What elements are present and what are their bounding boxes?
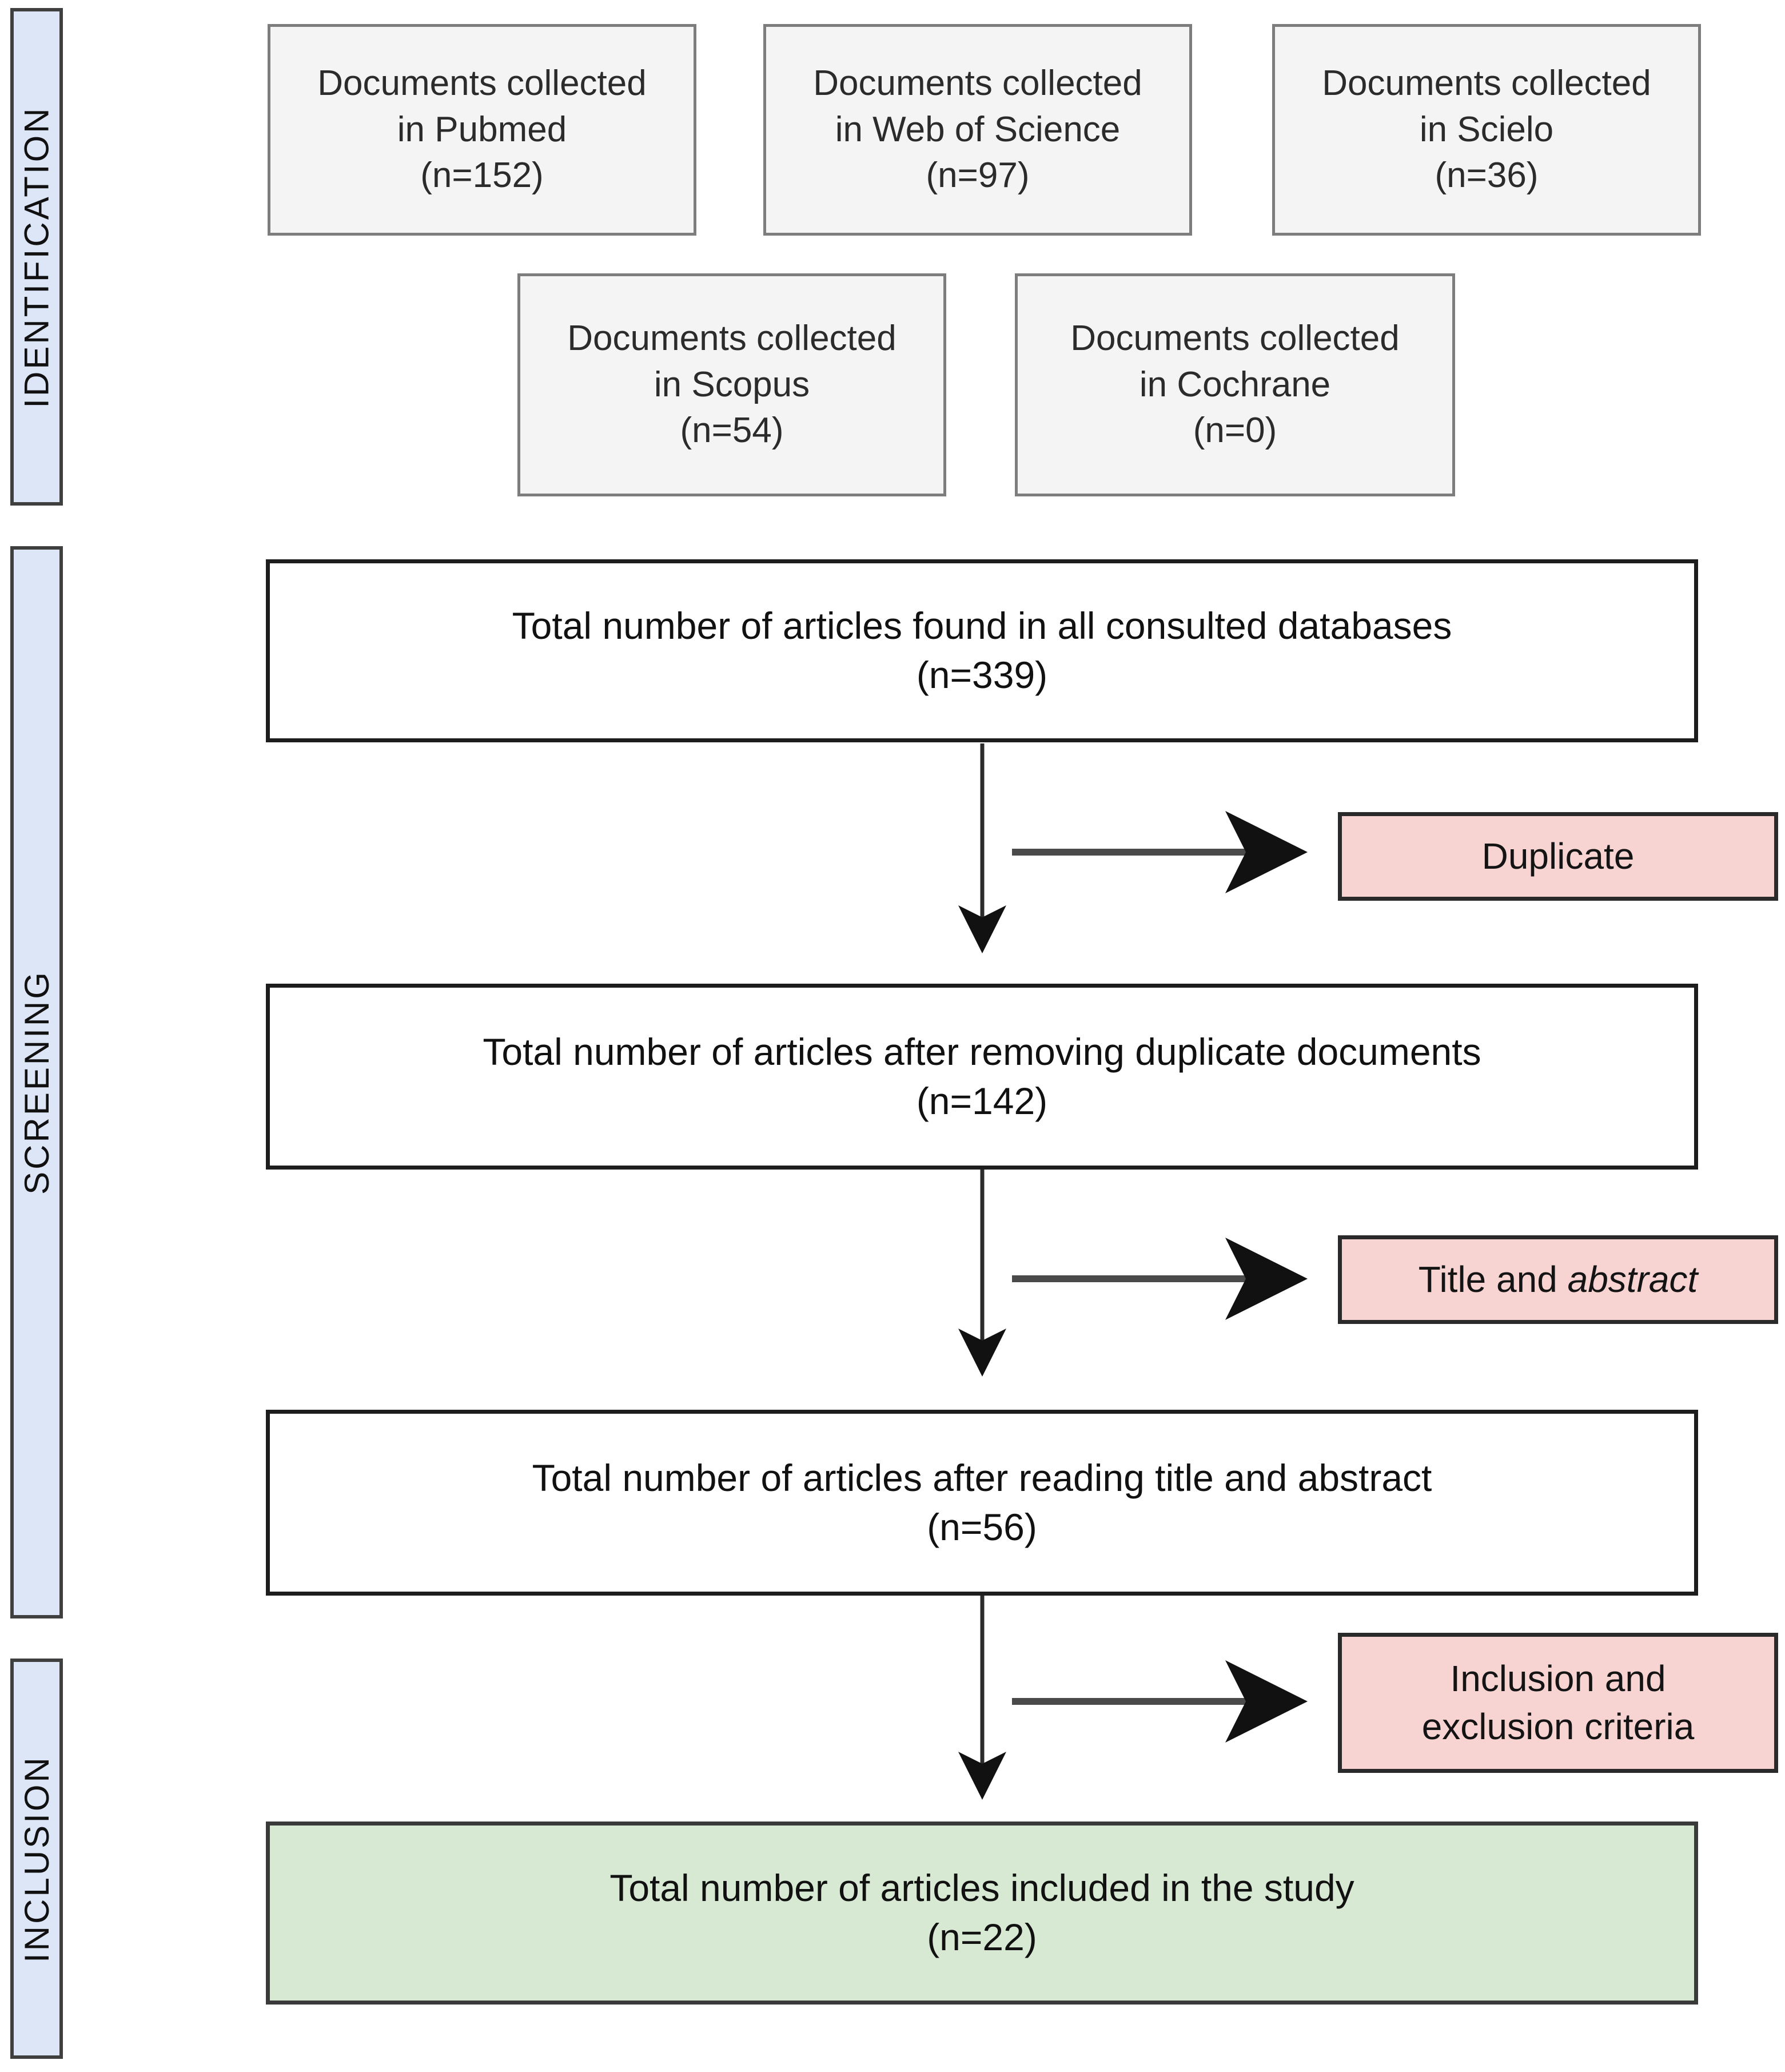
- source-pubmed-line1: Documents collected: [317, 63, 647, 104]
- stage-label-identification: IDENTIFICATION: [10, 8, 63, 506]
- source-box-cochrane[interactable]: Documents collected in Cochrane (n=0): [1015, 273, 1455, 496]
- stage-label-inclusion-text: INCLUSION: [17, 1755, 56, 1963]
- source-cochrane-line2: in Cochrane: [1139, 364, 1331, 404]
- included-box-study[interactable]: Total number of articles included in the…: [266, 1822, 1698, 2005]
- total-box-after-duplicates[interactable]: Total number of articles after removing …: [266, 984, 1698, 1170]
- source-pubmed-line2: in Pubmed: [397, 109, 567, 149]
- source-scielo-line2: in Scielo: [1419, 109, 1554, 149]
- included-study-text: Total number of articles included in the…: [609, 1867, 1354, 1910]
- exclusion-title-abstract-text: Title and abstract: [1350, 1256, 1766, 1303]
- total-after-duplicates-count: (n=142): [916, 1079, 1048, 1122]
- source-box-scopus[interactable]: Documents collected in Scopus (n=54): [517, 273, 946, 496]
- stage-label-identification-text: IDENTIFICATION: [17, 105, 56, 408]
- total-box-after-title-abstract[interactable]: Total number of articles after reading t…: [266, 1410, 1698, 1596]
- exclusion-criteria-line2: exclusion criteria: [1421, 1705, 1695, 1747]
- exclusion-box-title-abstract[interactable]: Title and abstract: [1338, 1235, 1778, 1324]
- included-study-count: (n=22): [927, 1916, 1037, 1958]
- source-wos-count: (n=97): [926, 156, 1030, 196]
- exclusion-box-criteria[interactable]: Inclusion and exclusion criteria: [1338, 1633, 1778, 1773]
- source-scopus-count: (n=54): [680, 411, 784, 451]
- total-box-found[interactable]: Total number of articles found in all co…: [266, 559, 1698, 742]
- total-after-duplicates-text: Total number of articles after removing …: [483, 1030, 1481, 1073]
- exclusion-box-duplicate[interactable]: Duplicate: [1338, 812, 1778, 901]
- stage-label-screening: SCREENING: [10, 546, 63, 1618]
- stage-label-screening-text: SCREENING: [17, 970, 56, 1195]
- exclusion-title-abstract-italic: abstract: [1567, 1258, 1698, 1300]
- source-cochrane-line1: Documents collected: [1070, 319, 1400, 359]
- source-box-scielo[interactable]: Documents collected in Scielo (n=36): [1272, 24, 1701, 236]
- source-scopus-line2: in Scopus: [654, 364, 810, 404]
- total-found-text: Total number of articles found in all co…: [512, 605, 1452, 647]
- source-box-web-of-science[interactable]: Documents collected in Web of Science (n…: [763, 24, 1192, 236]
- total-after-title-count: (n=56): [927, 1505, 1037, 1548]
- exclusion-title-abstract-plain: Title and: [1418, 1258, 1568, 1300]
- total-after-title-text: Total number of articles after reading t…: [532, 1456, 1432, 1499]
- stage-label-inclusion: INCLUSION: [10, 1659, 63, 2059]
- source-box-pubmed[interactable]: Documents collected in Pubmed (n=152): [268, 24, 696, 236]
- source-wos-line2: in Web of Science: [835, 109, 1121, 149]
- exclusion-duplicate-text: Duplicate: [1481, 835, 1635, 877]
- source-pubmed-count: (n=152): [420, 156, 544, 196]
- source-cochrane-count: (n=0): [1193, 411, 1277, 451]
- source-scopus-line1: Documents collected: [567, 319, 897, 359]
- source-scielo-line1: Documents collected: [1322, 63, 1651, 104]
- exclusion-criteria-line1: Inclusion and: [1450, 1658, 1666, 1700]
- source-scielo-count: (n=36): [1435, 156, 1539, 196]
- total-found-count: (n=339): [916, 654, 1048, 696]
- source-wos-line1: Documents collected: [813, 63, 1142, 104]
